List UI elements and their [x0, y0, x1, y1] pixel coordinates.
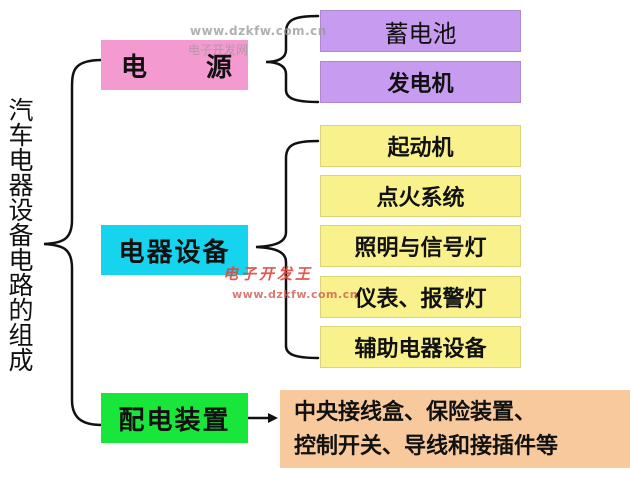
- power-item-generator: 发电机: [320, 61, 521, 103]
- watermark-url-center: www.dzkfw.com.cn: [232, 288, 359, 301]
- category-power: 电 源: [101, 40, 248, 90]
- diagram-title: 汽车电器设备电路的组成: [5, 97, 34, 372]
- distribution-arrow-head: [268, 413, 278, 423]
- watermark-name-center: 电子开发王: [223, 265, 314, 283]
- distribution-description-line-2: 控制开关、导线和接插件等: [294, 433, 559, 459]
- watermark-url-top: www.dzkfw.com.cn: [190, 24, 327, 38]
- category-power-label-right: 源: [205, 52, 234, 83]
- electrical-item-auxiliary: 辅助电器设备: [320, 326, 521, 368]
- power-item-battery: 蓄电池: [320, 10, 521, 52]
- power-brace: [265, 14, 320, 104]
- distribution-description-line-1: 中央接线盒、保险装置、: [294, 399, 537, 425]
- category-distribution: 配电装置: [101, 393, 248, 443]
- main-brace: [43, 58, 104, 427]
- category-electrical: 电器设备: [101, 225, 248, 275]
- category-power-label-left: 电: [121, 52, 150, 83]
- electrical-brace: [255, 139, 320, 360]
- electrical-item-instruments-alarms: 仪表、报警灯: [320, 276, 521, 318]
- electrical-item-lighting-signal: 照明与信号灯: [320, 225, 521, 267]
- electrical-item-ignition: 点火系统: [320, 175, 521, 217]
- watermark-name-top: 电子开发网: [188, 43, 249, 57]
- electrical-item-starter: 起动机: [320, 125, 521, 167]
- distribution-description: 中央接线盒、保险装置、 控制开关、导线和接插件等: [280, 390, 630, 468]
